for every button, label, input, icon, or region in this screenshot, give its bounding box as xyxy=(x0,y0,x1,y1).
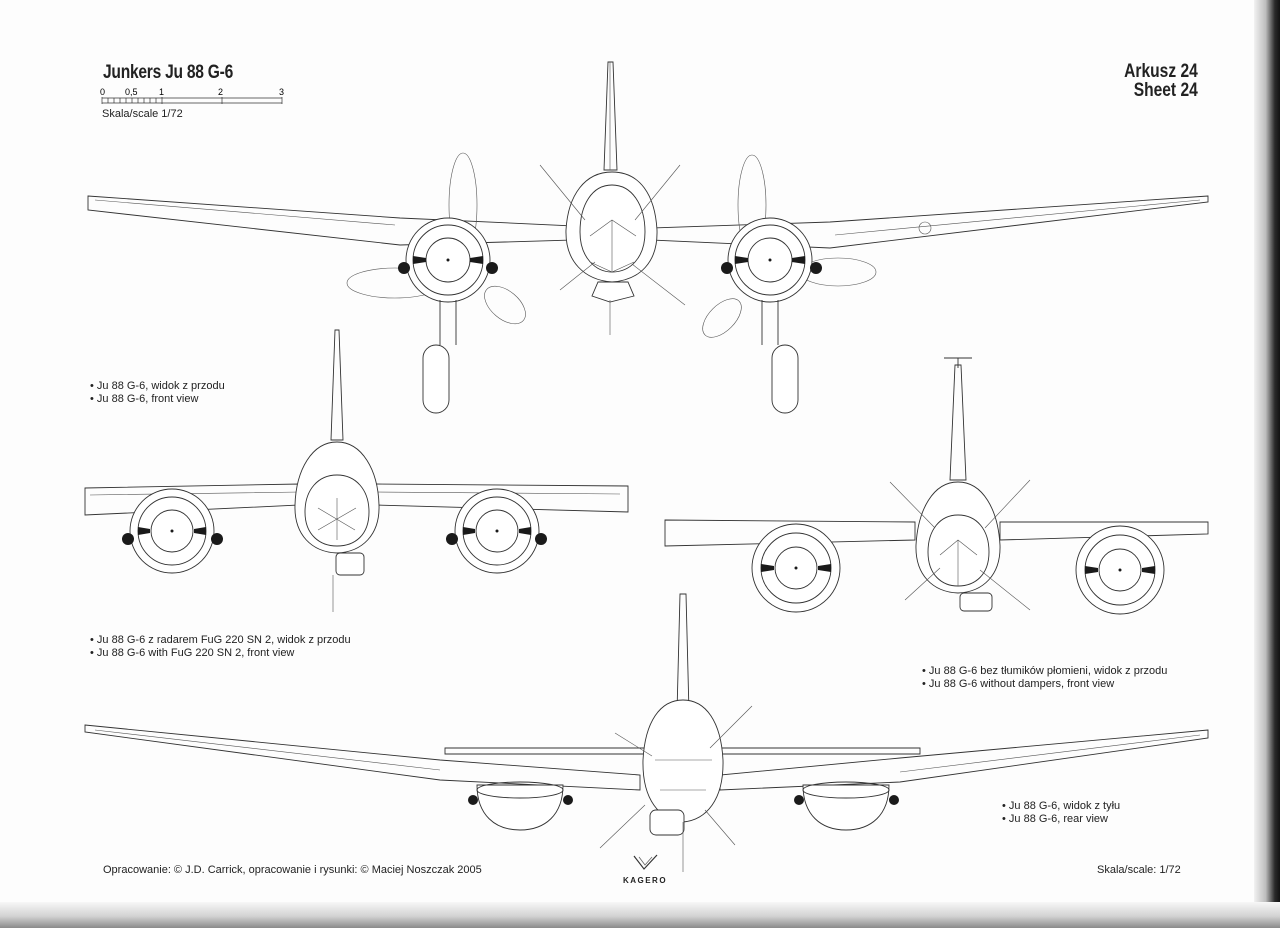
scale-tick-2: 2 xyxy=(218,87,223,97)
scale-tick-3: 3 xyxy=(279,87,284,97)
scale-tick-0: 0 xyxy=(100,87,105,97)
sheet-number-pl: Arkusz 24 xyxy=(1124,61,1198,82)
aircraft-views xyxy=(84,61,1209,872)
scale-bar: 0 0,5 1 2 3 xyxy=(100,87,284,104)
caption-front-view-no-dampers: • Ju 88 G-6 bez tłumików płomieni, widok… xyxy=(922,665,1167,691)
front-view-radar-drawing xyxy=(84,329,629,612)
caption-front-view: • Ju 88 G-6, widok z przodu • Ju 88 G-6,… xyxy=(90,380,225,406)
kagero-logo-text: KAGERO xyxy=(622,876,668,885)
page-binding-shadow xyxy=(1254,0,1280,928)
caption-front-view-no-dampers-pl: • Ju 88 G-6 bez tłumików płomieni, widok… xyxy=(922,665,1168,677)
caption-front-view-no-dampers-en: • Ju 88 G-6 without dampers, front view xyxy=(922,678,1115,690)
kagero-logo: KAGERO xyxy=(600,853,690,885)
front-view-drawing xyxy=(87,61,1209,414)
caption-rear-view-en: • Ju 88 G-6, rear view xyxy=(1002,813,1108,825)
caption-front-view-en: • Ju 88 G-6, front view xyxy=(90,393,199,405)
scale-caption: Skala/scale 1/72 xyxy=(102,108,183,120)
page-bottom-edge xyxy=(0,902,1280,928)
scale-tick-1: 1 xyxy=(159,87,164,97)
footer-credits: Opracowanie: © J.D. Carrick, opracowanie… xyxy=(103,864,482,876)
sheet-number: Arkusz 24 Sheet 24 xyxy=(1124,62,1198,100)
front-view-no-dampers-drawing xyxy=(664,357,1209,615)
caption-front-view-radar: • Ju 88 G-6 z radarem FuG 220 SN 2, wido… xyxy=(90,634,351,660)
caption-rear-view: • Ju 88 G-6, widok z tyłu • Ju 88 G-6, r… xyxy=(1002,800,1120,826)
footer-scale: Skala/scale: 1/72 xyxy=(1097,864,1181,876)
caption-front-view-radar-pl: • Ju 88 G-6 z radarem FuG 220 SN 2, wido… xyxy=(90,634,351,646)
caption-front-view-radar-en: • Ju 88 G-6 with FuG 220 SN 2, front vie… xyxy=(90,647,295,659)
caption-front-view-pl: • Ju 88 G-6, widok z przodu xyxy=(90,380,225,392)
sheet-number-en: Sheet 24 xyxy=(1133,80,1198,101)
caption-rear-view-pl: • Ju 88 G-6, widok z tyłu xyxy=(1002,800,1121,812)
sheet-title: Junkers Ju 88 G-6 xyxy=(103,62,234,83)
rear-view-drawing xyxy=(84,593,1209,872)
kagero-logo-mark-icon xyxy=(633,854,658,870)
scale-tick-0-5: 0,5 xyxy=(125,87,138,97)
